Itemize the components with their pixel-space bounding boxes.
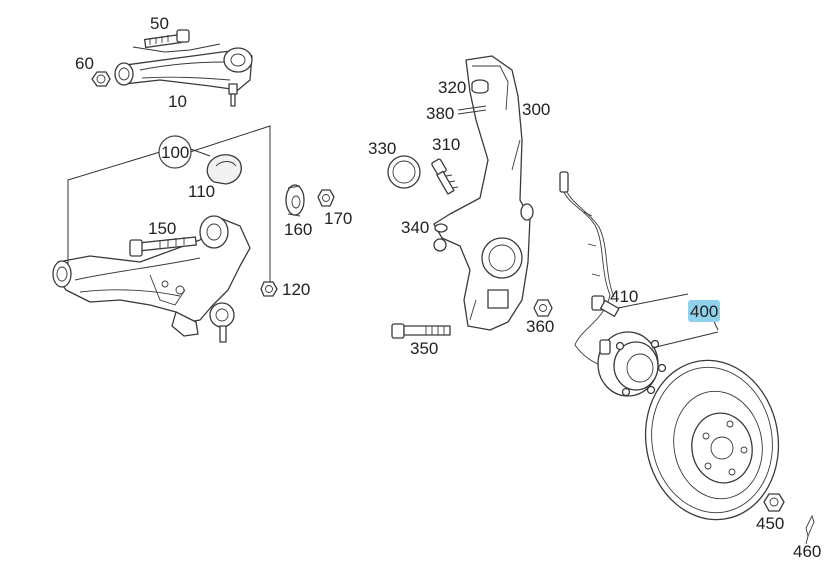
lower-control-arm[interactable]	[52, 215, 251, 343]
label-300[interactable]: 300	[522, 100, 550, 119]
bolt-50[interactable]	[143, 29, 190, 49]
circle-100	[158, 135, 192, 169]
label-110[interactable]: 110	[188, 182, 215, 201]
label-50[interactable]: 50	[150, 14, 169, 33]
label-380[interactable]: 380	[426, 104, 454, 123]
highlight-400	[688, 300, 720, 322]
abs-sensor-cable[interactable]	[559, 171, 615, 371]
nut-120[interactable]	[260, 281, 278, 297]
bushing-320[interactable]	[471, 79, 489, 94]
steering-knuckle[interactable]	[433, 55, 534, 331]
label-160[interactable]: 160	[284, 220, 312, 239]
label-460[interactable]: 460	[793, 542, 821, 561]
eccentric-washer-160[interactable]	[285, 184, 305, 217]
bolt-410[interactable]	[591, 295, 620, 317]
bolt-150[interactable]	[129, 236, 197, 257]
label-170[interactable]: 170	[324, 209, 352, 228]
label-330[interactable]: 330	[368, 139, 396, 158]
bushing-340[interactable]	[434, 223, 448, 233]
label-320[interactable]: 320	[438, 78, 466, 97]
label-150[interactable]: 150	[148, 219, 176, 238]
label-410[interactable]: 410	[610, 287, 638, 306]
nut-170[interactable]	[317, 189, 335, 207]
label-350[interactable]: 350	[410, 339, 438, 358]
clip-380[interactable]	[457, 105, 487, 115]
upper-control-arm[interactable]	[114, 47, 253, 107]
callout-labels: 50 60 10 100 110 150 120 160 170 320 380…	[75, 14, 821, 561]
bolt-310[interactable]	[431, 158, 459, 195]
cotter-pin-460[interactable]	[805, 514, 815, 545]
nut-360[interactable]	[533, 299, 553, 317]
label-100[interactable]: 100	[161, 143, 189, 162]
label-360[interactable]: 360	[526, 317, 554, 336]
brake-disc[interactable]	[633, 350, 791, 530]
seal-ring-330[interactable]	[387, 155, 421, 189]
cap-110[interactable]	[206, 154, 242, 185]
label-450[interactable]: 450	[756, 514, 784, 533]
label-10[interactable]: 10	[168, 92, 187, 111]
label-120[interactable]: 120	[282, 280, 310, 299]
label-310[interactable]: 310	[432, 135, 460, 154]
wheel-hub[interactable]	[597, 331, 667, 397]
label-60[interactable]: 60	[75, 54, 94, 73]
nut-450[interactable]	[763, 493, 785, 512]
label-340[interactable]: 340	[401, 218, 429, 237]
label-400[interactable]: 400	[690, 302, 718, 321]
bolt-350[interactable]	[391, 323, 451, 339]
nut-60[interactable]	[91, 71, 111, 87]
